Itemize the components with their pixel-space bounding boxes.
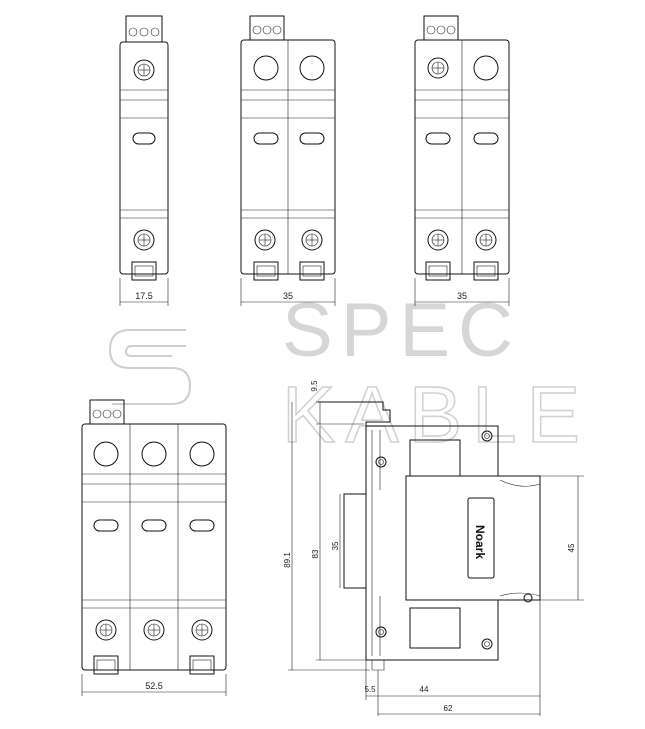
- status-window: [189, 519, 215, 532]
- terminal-cap-icon: [93, 441, 119, 467]
- screw-terminal-icon: [475, 229, 497, 251]
- din-clip: [93, 655, 119, 675]
- status-window: [141, 519, 167, 532]
- terminal-cap-icon: [299, 55, 325, 81]
- screw-terminal-icon: [133, 59, 155, 81]
- lower-block: [409, 607, 461, 649]
- dim-front-height: 45: [567, 543, 576, 552]
- screw-icon: [481, 638, 493, 650]
- screw-icon: [375, 456, 387, 468]
- watermark: SPEC KABLE: [108, 288, 590, 460]
- screw-icon: [481, 430, 493, 442]
- signal-terminal-icon: [139, 27, 149, 37]
- din-clip: [189, 655, 215, 675]
- status-window: [132, 132, 156, 145]
- din-clip: [299, 261, 325, 281]
- status-window: [425, 132, 451, 145]
- signal-terminal-block: [125, 15, 163, 43]
- side-view-dimensions: 9.5 89.1 83 35 45 5.5 44 62: [283, 380, 584, 716]
- screw-terminal-icon: [301, 229, 323, 251]
- front-panel: [405, 475, 541, 601]
- watermark-logo: [108, 329, 192, 405]
- screw-terminal-icon: [427, 229, 449, 251]
- signal-terminal-icon: [128, 27, 138, 37]
- dim-total-height: 89.1: [283, 552, 292, 568]
- terminal-cap-icon: [189, 441, 215, 467]
- watermark-line1: SPEC: [282, 288, 521, 373]
- front-view-1p: 17.5: [119, 15, 169, 306]
- screw-terminal-icon: [427, 57, 449, 79]
- screw-terminal-icon: [133, 229, 155, 251]
- terminal-cap-icon: [141, 441, 167, 467]
- width-label: 35: [457, 291, 467, 301]
- terminal-cap-icon: [473, 55, 499, 81]
- dim-offset: 5.5: [364, 685, 376, 694]
- status-window: [473, 132, 499, 145]
- signal-terminal-block: [249, 15, 285, 41]
- din-clip: [131, 261, 157, 281]
- din-clip: [253, 261, 279, 281]
- side-body: [365, 425, 541, 661]
- dim-top-height: 9.5: [310, 380, 319, 392]
- status-window: [93, 519, 119, 532]
- dim-total-depth: 62: [444, 704, 453, 713]
- front-view-3p: 52.5: [81, 399, 227, 696]
- screw-icon: [375, 626, 387, 638]
- signal-terminal-block: [423, 15, 459, 41]
- screw-terminal-icon: [143, 619, 165, 641]
- side-top-terminal: [318, 401, 391, 426]
- screw-terminal-icon: [95, 619, 117, 641]
- watermark-line2: KABLE: [282, 370, 590, 459]
- width-label: 52.5: [145, 681, 163, 691]
- width-label: 17.5: [135, 291, 153, 301]
- module-body: [119, 41, 169, 275]
- terminal-cap-icon: [253, 55, 279, 81]
- brand-label-plate: [467, 497, 495, 579]
- brand-label: Noark: [473, 525, 487, 559]
- dim-rail-height: 35: [331, 541, 340, 550]
- front-view-2p-alt: 35: [414, 15, 510, 306]
- screw-terminal-icon: [191, 619, 213, 641]
- din-clip: [473, 261, 499, 281]
- front-view-2p: 35: [240, 15, 336, 306]
- screw-icon: [523, 593, 533, 603]
- width-label: 35: [283, 291, 293, 301]
- screw-terminal-icon: [254, 229, 276, 251]
- dim-body-height: 83: [311, 549, 320, 558]
- din-clip: [425, 261, 451, 281]
- status-window: [299, 132, 325, 145]
- din-rail-slot: [343, 493, 366, 589]
- module-body: [81, 423, 227, 671]
- dim-depth-front: 44: [420, 685, 429, 694]
- signal-terminal-icon: [150, 27, 160, 37]
- status-window: [253, 132, 279, 145]
